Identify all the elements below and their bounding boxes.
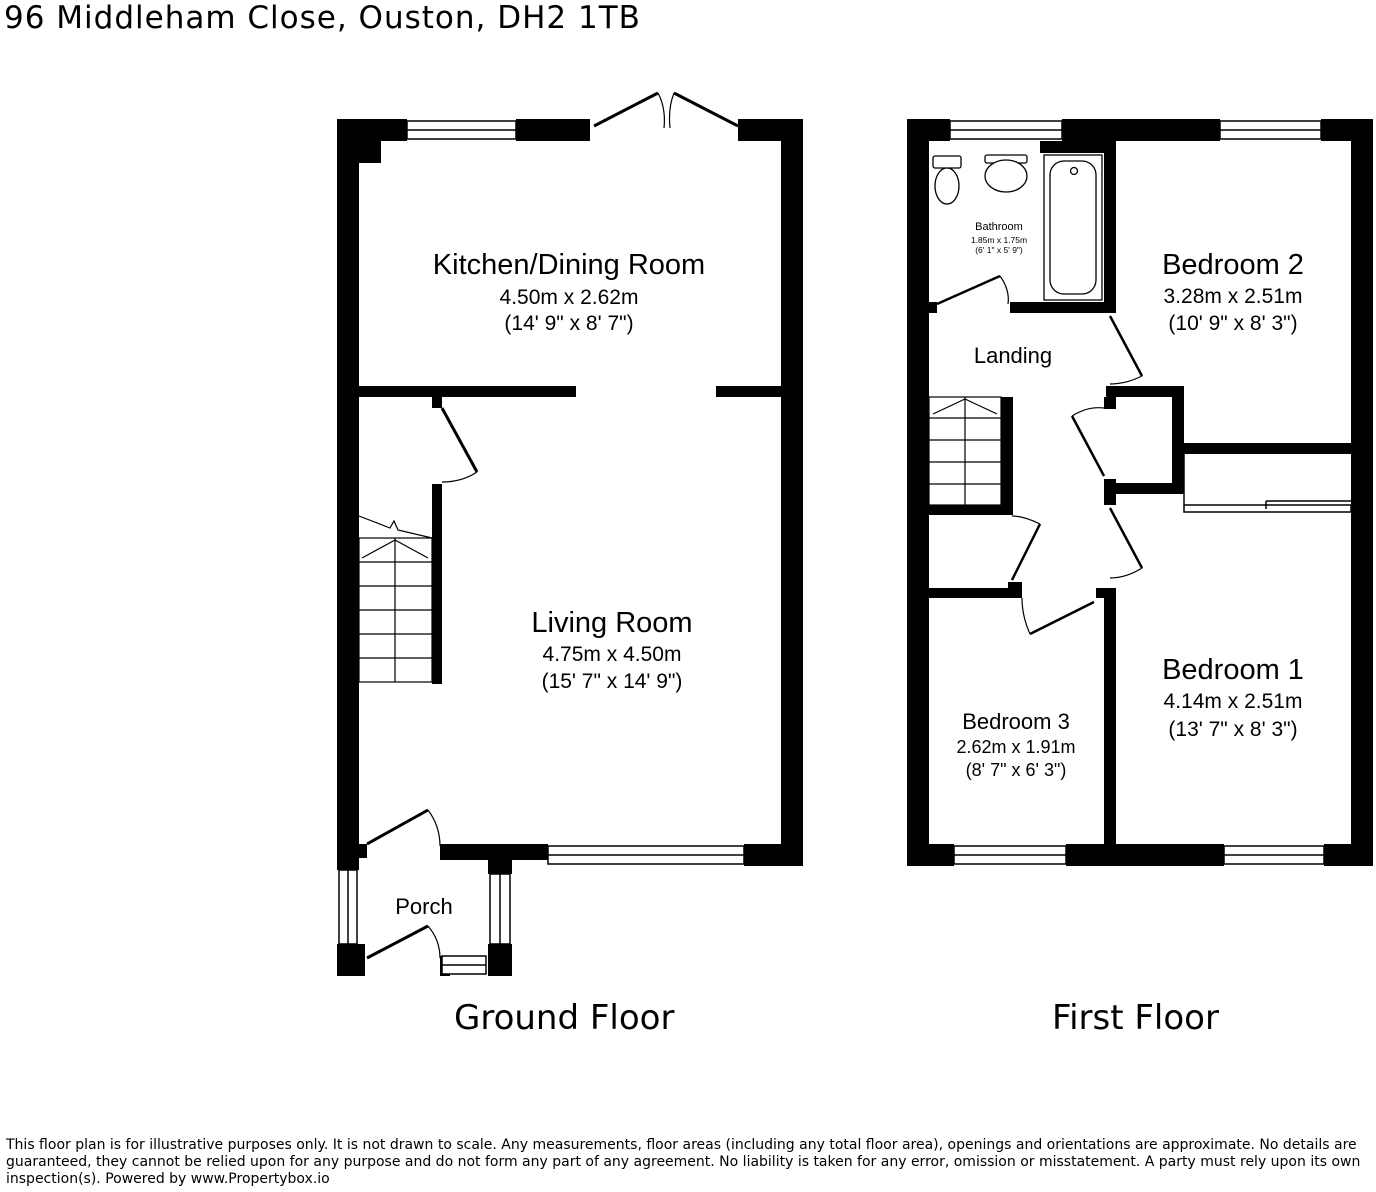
kitchen-metric: 4.50m x 2.62m	[500, 286, 639, 309]
bathroom-metric: 1.85m x 1.75m	[971, 235, 1027, 245]
landing-name: Landing	[974, 343, 1052, 368]
first-floor-room-labels: Bathroom 1.85m x 1.75m (6' 1" x 5' 9") L…	[956, 221, 1303, 780]
ground-floor-windows	[338, 120, 745, 975]
page-title: 96 Middleham Close, Ouston, DH2 1TB	[4, 0, 641, 36]
first-floor-doors	[936, 274, 1144, 636]
kitchen-imperial: (14' 9" x 8' 7")	[504, 312, 633, 335]
bedroom-1-imperial: (13' 7" x 8' 3")	[1168, 718, 1297, 741]
bedroom-2-metric: 3.28m x 2.51m	[1164, 285, 1303, 308]
ground-floor-room-labels: Kitchen/Dining Room 4.50m x 2.62m (14' 9…	[395, 249, 705, 919]
living-room-metric: 4.75m x 4.50m	[543, 643, 682, 666]
bathroom-imperial: (6' 1" x 5' 9")	[975, 245, 1023, 255]
bedroom-2-name: Bedroom 2	[1162, 249, 1304, 281]
bedroom-2-imperial: (10' 9" x 8' 3")	[1168, 312, 1297, 335]
disclaimer: This floor plan is for illustrative purp…	[6, 1137, 1361, 1187]
bedroom-1-name: Bedroom 1	[1162, 654, 1304, 686]
bedroom-3-metric: 2.62m x 1.91m	[956, 737, 1075, 757]
ground-floor-plan: Kitchen/Dining Room 4.50m x 2.62m (14' 9…	[337, 91, 803, 976]
first-floor-label: First Floor	[1052, 998, 1219, 1038]
first-floor-plan: Bathroom 1.85m x 1.75m (6' 1" x 5' 9") L…	[907, 119, 1373, 866]
first-floor-walls	[907, 119, 1373, 866]
ground-floor-doors	[366, 91, 739, 960]
ground-floor-label: Ground Floor	[454, 998, 675, 1038]
ground-floor-stairs	[358, 515, 433, 683]
living-room-name: Living Room	[531, 607, 692, 639]
first-floor-stairs	[928, 396, 1002, 506]
living-room-imperial: (15' 7" x 14' 9")	[542, 670, 683, 693]
bedroom-1-metric: 4.14m x 2.51m	[1164, 690, 1303, 713]
ground-floor-walls	[337, 119, 803, 976]
bathroom-fixtures	[932, 154, 1103, 301]
bathroom-name: Bathroom	[975, 221, 1023, 233]
kitchen-name: Kitchen/Dining Room	[433, 249, 705, 281]
porch-name: Porch	[395, 894, 452, 919]
bedroom-3-imperial: (8' 7" x 6' 3")	[966, 760, 1067, 780]
bedroom-3-name: Bedroom 3	[962, 709, 1070, 734]
first-floor-windows	[949, 120, 1352, 865]
